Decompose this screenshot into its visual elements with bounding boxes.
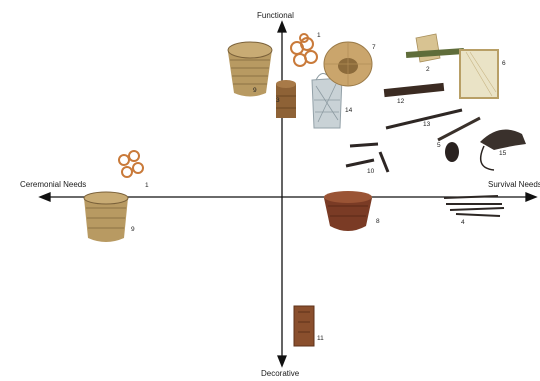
woven-basket-left-image: [84, 192, 128, 242]
item-number-label: 5: [437, 143, 441, 150]
item-number-label: 6: [502, 61, 506, 68]
item-number-label: 14: [345, 108, 352, 115]
item-number-label: 15: [499, 151, 506, 158]
blades-image: [444, 196, 504, 216]
item-number-label: 13: [423, 122, 430, 129]
coiled-ornament-left-image: [119, 151, 143, 177]
framed-screen-image: [460, 50, 498, 98]
item-number-label: 1: [317, 33, 321, 40]
right-arrowhead: [526, 193, 536, 201]
item-number-label: 9: [253, 88, 257, 95]
item-number-label: 3: [276, 98, 280, 105]
knife-image: [384, 83, 445, 97]
left-arrowhead: [40, 193, 50, 201]
item-number-label: 8: [376, 219, 380, 226]
top-arrowhead: [278, 22, 286, 32]
item-number-label: 11: [317, 336, 324, 343]
item-number-label: 2: [426, 67, 430, 74]
adze-image: [438, 118, 480, 162]
item-number-label: 9: [131, 227, 135, 234]
item-number-label: 10: [367, 169, 374, 176]
bottom-arrowhead: [278, 356, 286, 366]
item-number-label: 1: [145, 183, 149, 190]
woven-basket-image: [228, 42, 272, 97]
item-number-label: 7: [372, 45, 376, 52]
carved-box-image: [294, 306, 314, 346]
item-number-label: 12: [397, 99, 404, 106]
coiled-ornament-image: [291, 34, 317, 66]
item-number-label: 4: [461, 220, 465, 227]
round-hat-image: [324, 42, 372, 86]
bundle-image: [406, 34, 464, 62]
pot-image: [324, 191, 372, 231]
